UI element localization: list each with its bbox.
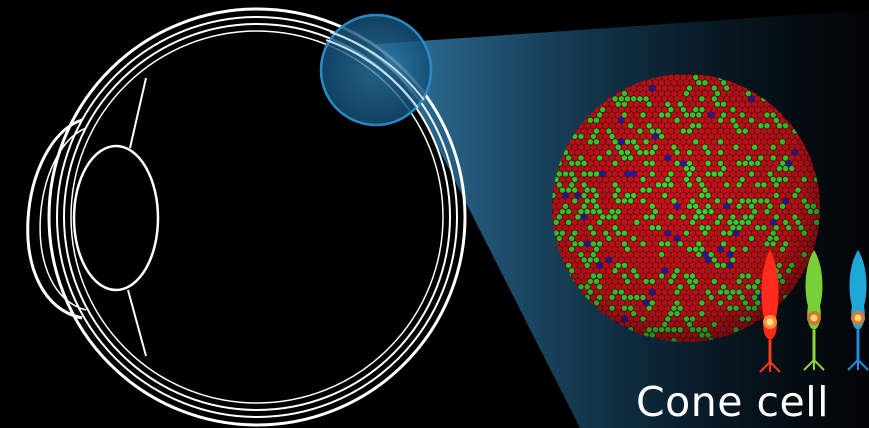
lens (74, 146, 158, 290)
retina-magnifier (321, 15, 431, 125)
ciliary-lines (128, 78, 146, 356)
cone-cell-caption: Cone cell (636, 382, 829, 423)
